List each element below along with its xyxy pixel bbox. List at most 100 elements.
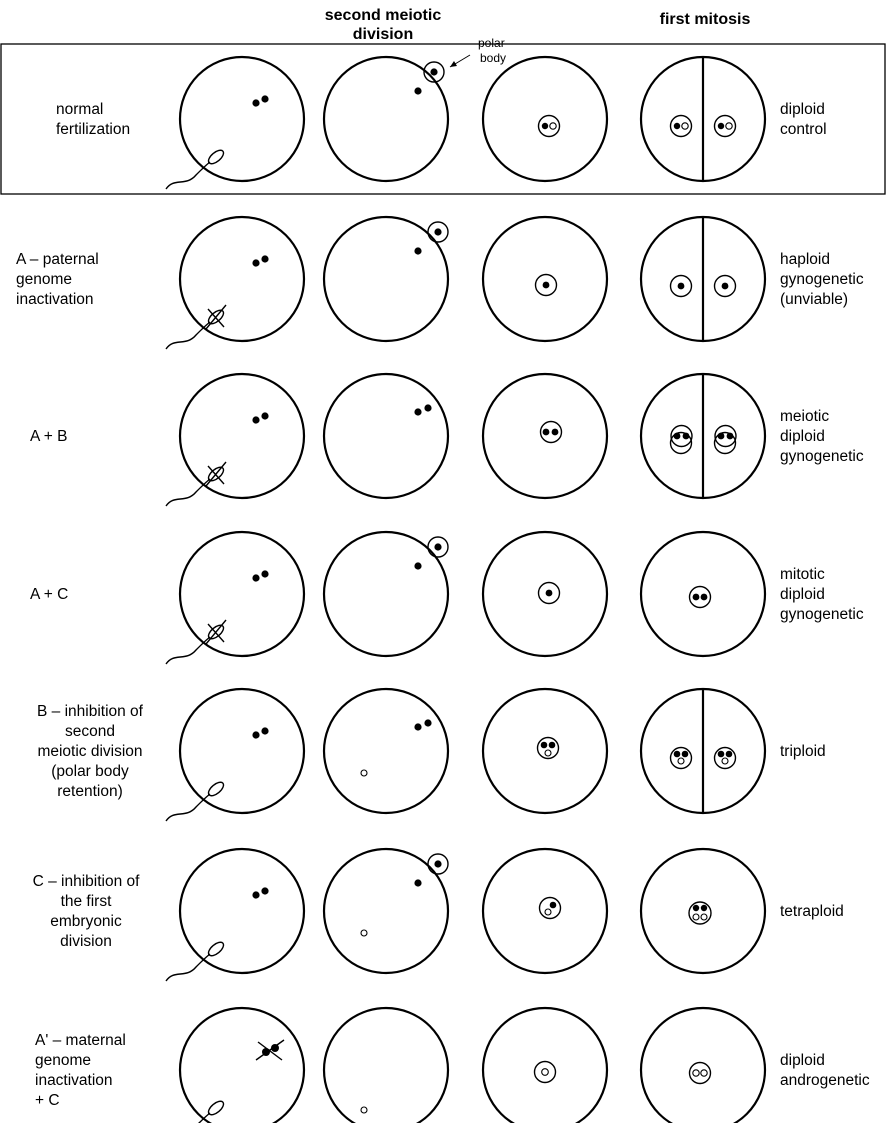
row-label-line: normal: [56, 101, 103, 118]
maternal-chromosome: [727, 433, 734, 440]
row-result-line: gynogenetic: [780, 606, 864, 623]
row-label-line: inactivation: [16, 291, 94, 308]
row-result-line: diploid: [780, 428, 825, 445]
row-label-line: embryonic: [50, 913, 122, 930]
maternal-chromosome: [550, 902, 557, 909]
maternal-chromosome: [726, 751, 733, 758]
polar-body-label-line1: polar: [478, 36, 505, 50]
paternal-chromosome: [545, 750, 551, 756]
maternal-chromosome: [718, 433, 725, 440]
egg-pronucleus: [483, 217, 607, 341]
row-label-line: (polar body: [51, 763, 129, 780]
nucleus: [540, 898, 561, 919]
maternal-chromosome: [252, 259, 259, 266]
maternal-chromosome: [424, 404, 431, 411]
egg-pronucleus: [483, 532, 607, 656]
paternal-chromosome: [361, 1107, 367, 1113]
maternal-chromosome: [414, 247, 421, 254]
sperm: [166, 780, 226, 821]
row-result-line: (unviable): [780, 291, 848, 308]
egg-second-meiotic: [324, 374, 448, 498]
polar-body-label-line2: body: [480, 51, 506, 65]
row-result-line: control: [780, 121, 827, 138]
maternal-chromosome: [701, 905, 707, 911]
paternal-chromosome: [678, 758, 684, 764]
maternal-chromosome: [424, 719, 431, 726]
maternal-chromosome: [261, 412, 268, 419]
row-1: normal fertilization diploid control: [56, 57, 827, 189]
row-label-line: + C: [35, 1092, 60, 1109]
maternal-chromosome: [414, 723, 421, 730]
maternal-chromosome: [252, 731, 259, 738]
sperm: [166, 148, 226, 189]
egg-fertilization: [180, 1008, 304, 1123]
row-result-line: tetraploid: [780, 903, 844, 920]
paternal-chromosome: [726, 123, 732, 129]
polar-body: [428, 854, 448, 874]
maternal-chromosome: [414, 87, 421, 94]
egg-fertilization: [180, 849, 304, 973]
maternal-chromosome: [682, 751, 689, 758]
row-label-line: second: [65, 723, 115, 740]
row-4: A + C mitotic diploid gynogenetic: [30, 532, 864, 664]
maternal-chromosome: [261, 570, 268, 577]
paternal-chromosome: [361, 770, 367, 776]
maternal-chromosome: [252, 416, 259, 423]
maternal-chromosome: [674, 433, 681, 440]
row-label-line: the first: [61, 893, 113, 910]
row-result-line: diploid: [780, 101, 825, 118]
row-label-line: A + B: [30, 428, 68, 445]
row-label-line: B – inhibition of: [37, 703, 144, 720]
egg-pronucleus: [483, 374, 607, 498]
egg-second-meiotic: [324, 1008, 448, 1123]
row-6: C – inhibition of the first embryonic divis…: [33, 849, 844, 981]
header-first-mitosis: first mitosis: [660, 11, 751, 28]
row-label-line: A + C: [30, 586, 68, 603]
row-label-line: division: [60, 933, 112, 950]
header-second-meiotic-line1: second meiotic: [325, 7, 442, 24]
maternal-chromosome: [722, 283, 729, 290]
row-result-line: androgenetic: [780, 1072, 870, 1089]
maternal-chromosome: [546, 590, 553, 597]
egg-first-mitosis: [641, 1008, 765, 1123]
maternal-chromosome: [552, 429, 559, 436]
maternal-chromosome: [261, 95, 268, 102]
maternal-chromosome: [674, 123, 680, 129]
row-result-line: mitotic: [780, 566, 825, 583]
maternal-chromosome: [683, 433, 690, 440]
maternal-chromosome: [693, 905, 699, 911]
row-result-line: gynogenetic: [780, 271, 864, 288]
paternal-chromosome: [722, 758, 728, 764]
paternal-chromosome: [545, 909, 551, 915]
row-result-line: triploid: [780, 743, 826, 760]
maternal-chromosome: [414, 879, 421, 886]
egg-second-meiotic: [324, 57, 448, 181]
paternal-chromosome: [701, 914, 707, 920]
egg-second-meiotic: [324, 689, 448, 813]
row-label-line: C – inhibition of: [33, 873, 141, 890]
row-result-line: diploid: [780, 586, 825, 603]
row-label-line: retention): [57, 783, 122, 800]
maternal-chromosome: [718, 751, 725, 758]
egg-pronucleus: [483, 689, 607, 813]
paternal-chromosome: [693, 914, 699, 920]
paternal-chromosome: [682, 123, 688, 129]
maternal-chromosome: [543, 429, 550, 436]
egg-pronucleus: [483, 57, 607, 181]
row-label-line: A' – maternal: [35, 1032, 126, 1049]
maternal-chromosome: [678, 283, 685, 290]
row-2: A – paternalgenomeinactivationhaploidgyn…: [16, 217, 864, 349]
maternal-chromosome: [261, 887, 268, 894]
paternal-chromosome: [701, 1070, 707, 1076]
sperm: [166, 462, 226, 506]
maternal-chromosome: [414, 562, 421, 569]
egg-fertilization: [180, 689, 304, 813]
maternal-chromosome: [252, 574, 259, 581]
row-label-line: fertilization: [56, 121, 130, 138]
maternal-chromosome: [674, 751, 681, 758]
paternal-chromosome: [361, 930, 367, 936]
polar-body: [428, 537, 448, 557]
row-label-line: inactivation: [35, 1072, 113, 1089]
